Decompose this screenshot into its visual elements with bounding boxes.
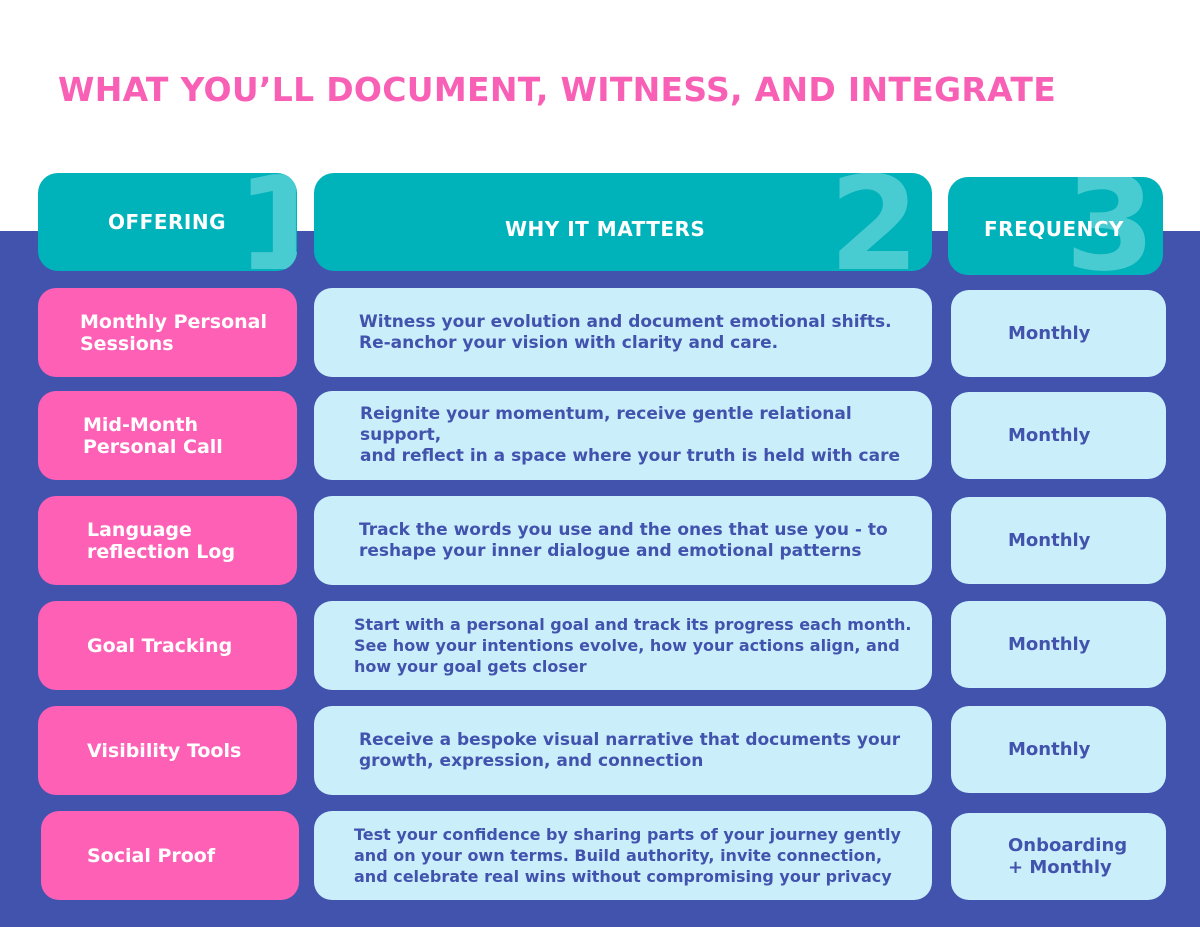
offering-cell: Monthly Personal Sessions bbox=[38, 288, 297, 377]
why-cell: Test your confidence by sharing parts of… bbox=[314, 811, 932, 900]
frequency-cell: Monthly bbox=[951, 290, 1166, 377]
why-cell: Receive a bespoke visual narrative that … bbox=[314, 706, 932, 795]
offering-cell: Visibility Tools bbox=[38, 706, 297, 795]
offering-text: Visibility Tools bbox=[87, 739, 242, 762]
header-frequency: 3 FREQUENCY bbox=[948, 177, 1163, 275]
frequency-text: Monthly bbox=[1008, 738, 1091, 760]
header-number-3: 3 bbox=[1065, 177, 1156, 275]
header-offering: 1 OFFERING bbox=[38, 173, 297, 271]
offering-cell: Language reflection Log bbox=[38, 496, 297, 585]
why-text: Witness your evolution and document emot… bbox=[359, 311, 892, 353]
header-why-it-matters: 2 WHY IT MATTERS bbox=[314, 173, 932, 271]
offering-cell: Social Proof bbox=[41, 811, 299, 900]
frequency-text: Monthly bbox=[1008, 633, 1091, 655]
offering-text: Social Proof bbox=[87, 844, 216, 867]
header-label-why-it-matters: WHY IT MATTERS bbox=[505, 217, 706, 241]
frequency-cell: Monthly bbox=[951, 706, 1166, 793]
header-number-1: 1 bbox=[236, 173, 297, 271]
why-cell: Track the words you use and the ones tha… bbox=[314, 496, 932, 585]
frequency-text: Monthly bbox=[1008, 322, 1091, 344]
header-number-2: 2 bbox=[829, 173, 920, 271]
why-cell: Reignite your momentum, receive gentle r… bbox=[314, 391, 932, 480]
why-cell: Start with a personal goal and track its… bbox=[314, 601, 932, 690]
frequency-text: Onboarding + Monthly bbox=[1008, 834, 1128, 878]
frequency-text: Monthly bbox=[1008, 424, 1091, 446]
why-text: Start with a personal goal and track its… bbox=[354, 615, 912, 676]
frequency-cell: Monthly bbox=[951, 497, 1166, 584]
why-text: Receive a bespoke visual narrative that … bbox=[359, 729, 901, 771]
frequency-cell: Monthly bbox=[951, 392, 1166, 479]
offering-text: Language reflection Log bbox=[87, 518, 236, 563]
offering-text: Monthly Personal Sessions bbox=[80, 310, 268, 355]
why-cell: Witness your evolution and document emot… bbox=[314, 288, 932, 377]
header-label-offering: OFFERING bbox=[108, 210, 226, 234]
offering-text: Goal Tracking bbox=[87, 634, 233, 657]
header-label-frequency: FREQUENCY bbox=[984, 217, 1125, 241]
offering-cell: Goal Tracking bbox=[38, 601, 297, 690]
offering-cell: Mid-Month Personal Call bbox=[38, 391, 297, 480]
frequency-text: Monthly bbox=[1008, 529, 1091, 551]
why-text: Test your confidence by sharing parts of… bbox=[354, 825, 901, 886]
why-text: Track the words you use and the ones tha… bbox=[359, 519, 888, 561]
why-text: Reignite your momentum, receive gentle r… bbox=[360, 404, 900, 466]
frequency-cell: Onboarding + Monthly bbox=[951, 813, 1166, 900]
frequency-cell: Monthly bbox=[951, 601, 1166, 688]
page-title: WHAT YOU’LL DOCUMENT, WITNESS, AND INTEG… bbox=[58, 70, 1057, 109]
offering-text: Mid-Month Personal Call bbox=[83, 413, 223, 458]
